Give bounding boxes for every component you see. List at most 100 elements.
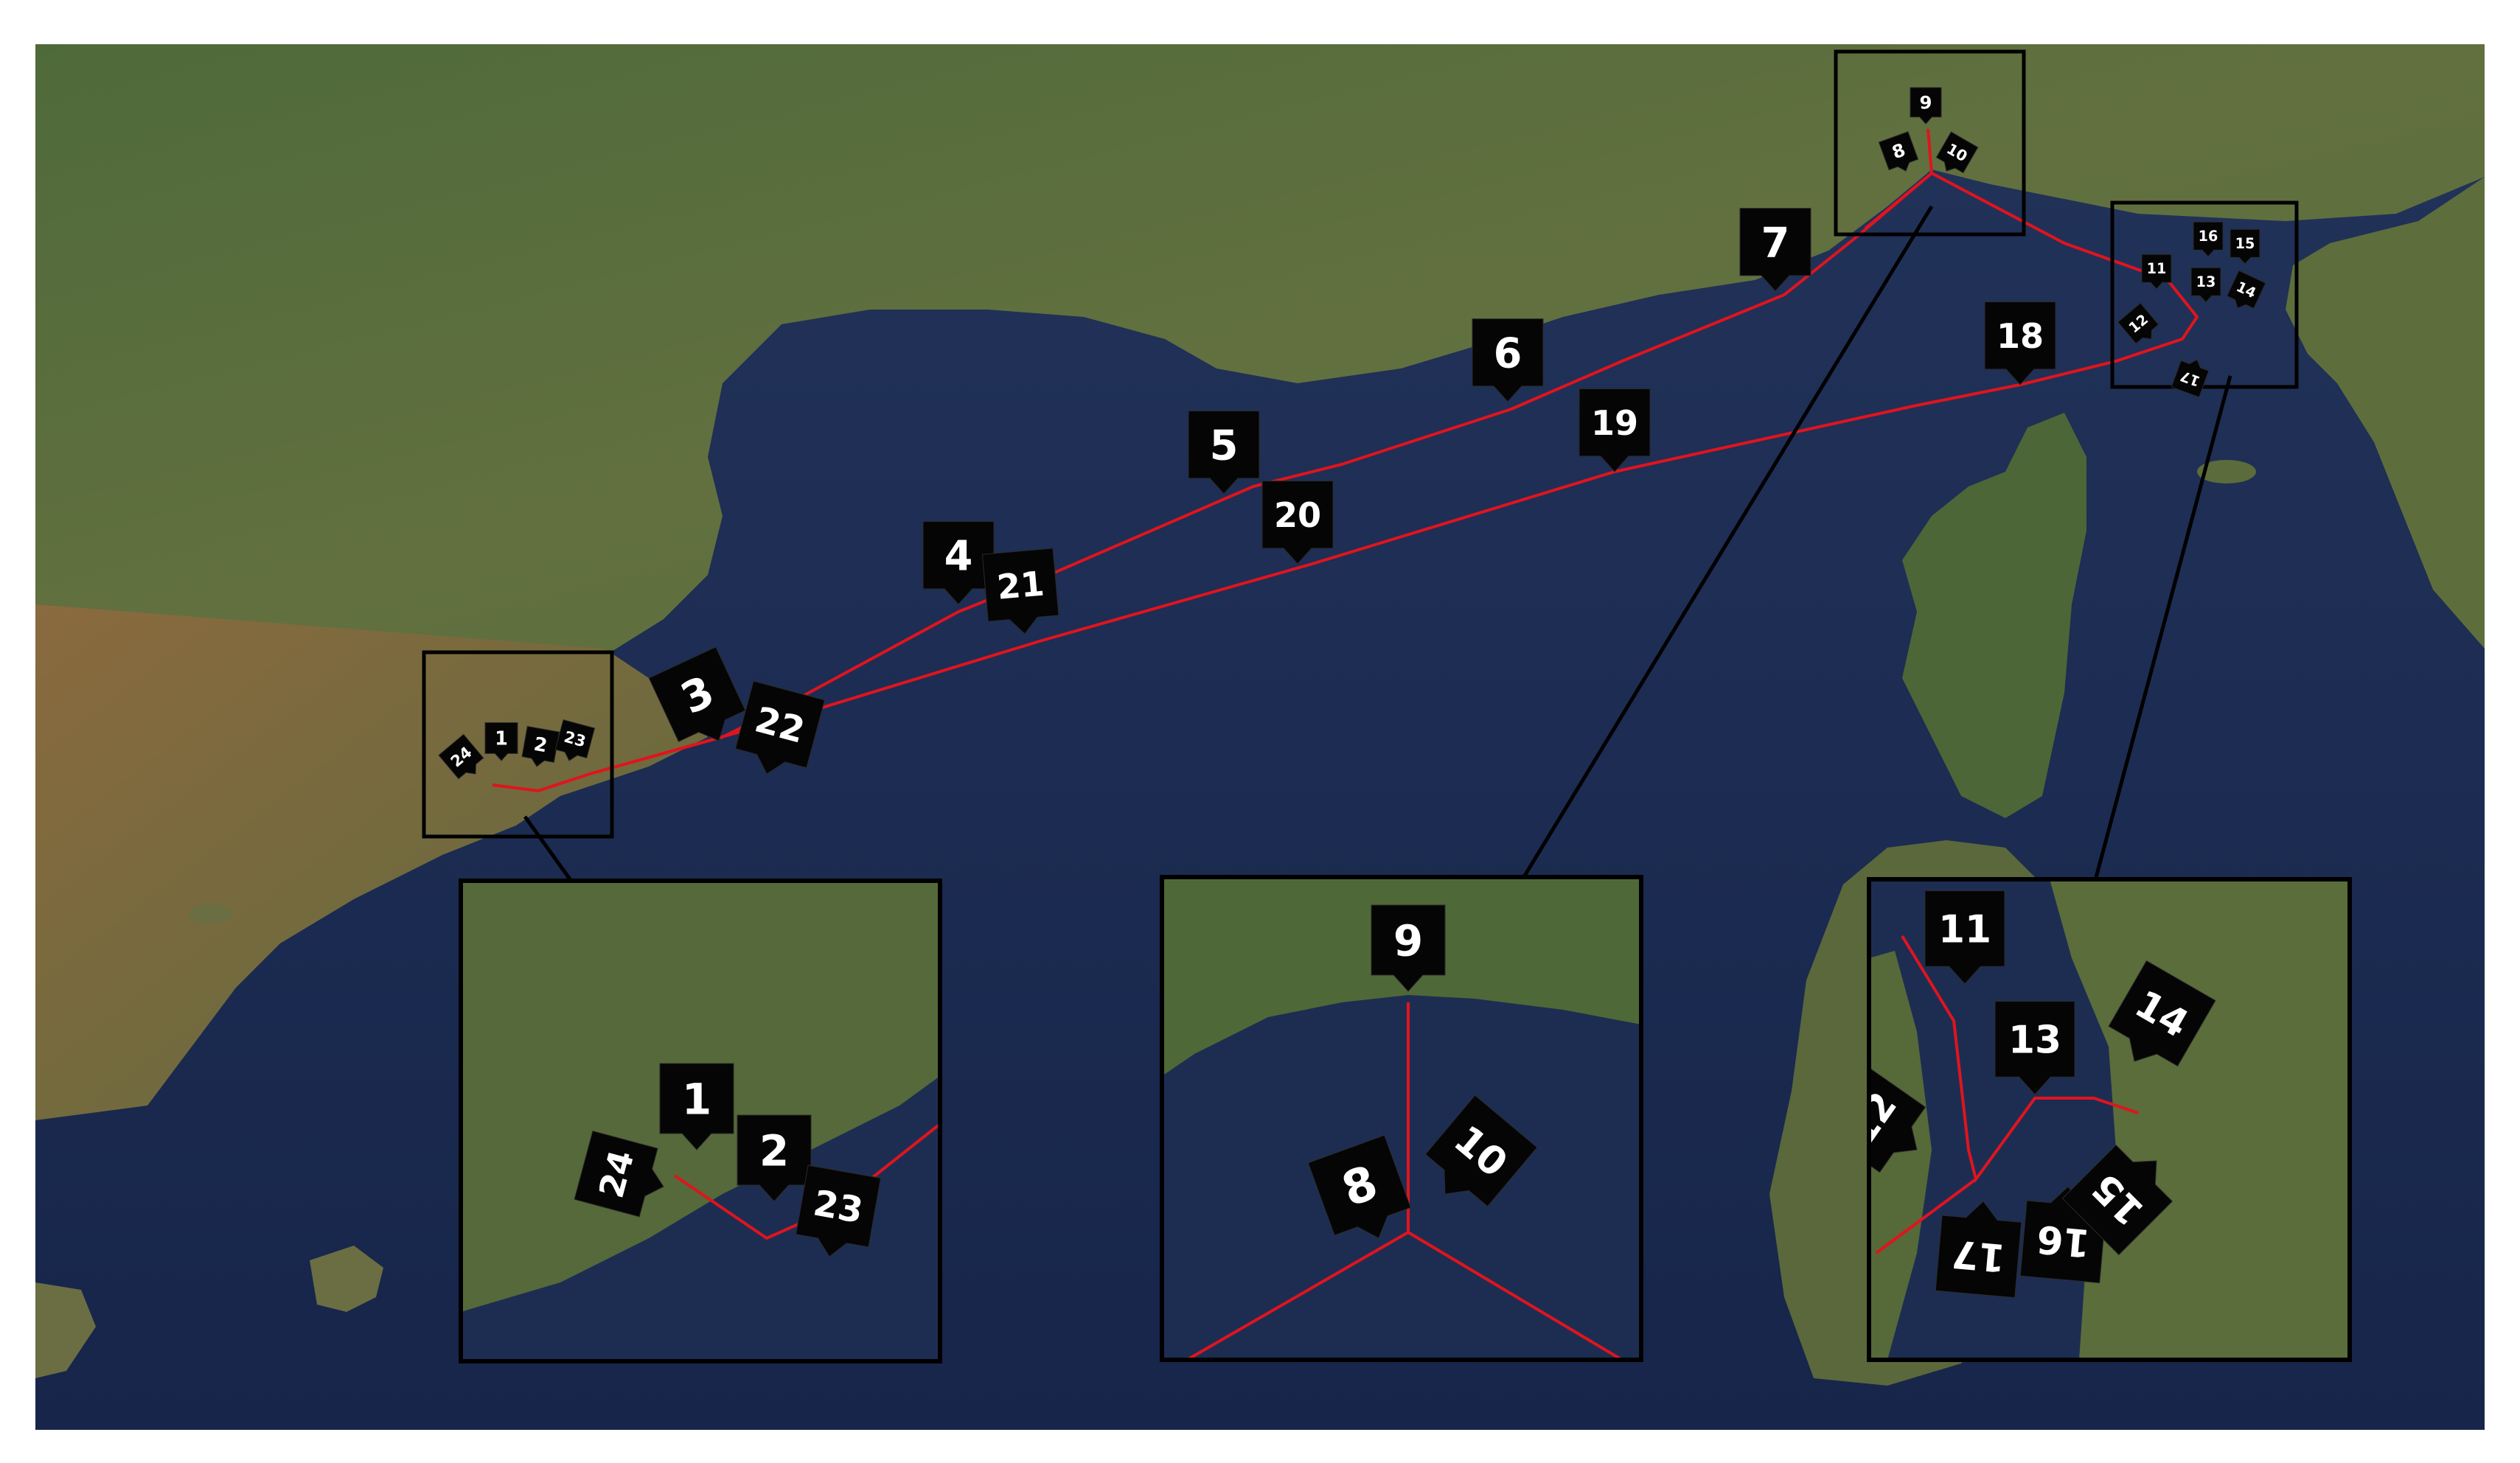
waypoint-marker-24: 24: [574, 1130, 664, 1218]
marker-label: 13: [2196, 273, 2216, 290]
marker-label: 9: [1920, 92, 1932, 114]
marker-shape: [1424, 1094, 1538, 1207]
marker-shape: [1935, 131, 1979, 174]
marker-label: 1: [495, 728, 508, 750]
marker-shape: [2171, 359, 2210, 398]
waypoint-marker-17: 17: [2171, 359, 2210, 398]
waypoint-marker-11: 11: [2141, 254, 2172, 290]
focus-box-barcelona: [422, 650, 614, 839]
marker-label: 11: [2147, 260, 2167, 277]
land-italy: [2286, 177, 2485, 649]
waypoint-marker-20: 20: [1261, 481, 1334, 565]
marker-label: 21: [995, 563, 1046, 607]
land-elba: [2197, 460, 2256, 483]
marker-shape: [2226, 270, 2266, 310]
inset-frame: [1160, 875, 1643, 1362]
marker-shape: [1869, 1063, 1926, 1173]
waypoint-marker-7: 7: [1739, 208, 1811, 292]
inset-frame: [1867, 877, 2352, 1362]
arrow-genoa: [1470, 205, 1934, 965]
marker-shape: [484, 722, 518, 761]
marker-label: 20: [1274, 495, 1321, 535]
route-line: [1926, 128, 1933, 174]
waypoint-marker-19: 19: [1579, 388, 1651, 472]
waypoint-marker-13: 13: [1994, 1001, 2075, 1095]
marker-shape: [1878, 131, 1919, 172]
marker-label: 16: [2035, 1216, 2092, 1265]
waypoint-marker-12: 12: [1869, 1063, 1926, 1173]
route-lines: [492, 128, 2199, 792]
waypoint-marker-15: 15: [2061, 1144, 2173, 1256]
marker-shape: [734, 680, 826, 775]
waypoint-marker-2: 2: [521, 725, 560, 767]
marker-shape: [1472, 318, 1544, 402]
marker-label: 5: [1210, 422, 1239, 469]
inset-route-line: [1875, 1178, 1977, 1254]
land-menorca: [188, 904, 232, 924]
marker-label: 11: [1938, 908, 1991, 952]
marker-label: 16: [2199, 228, 2218, 245]
marker-shape: [554, 719, 596, 761]
waypoint-marker-1: 1: [484, 722, 518, 761]
inset-frame: [459, 879, 942, 1364]
marker-label: 18: [1997, 316, 2044, 356]
marker-shape: [1739, 208, 1811, 292]
waypoint-marker-14: 14: [2108, 960, 2216, 1067]
waypoint-marker-23: 23: [554, 719, 596, 761]
focus-box-livorno: [2110, 200, 2299, 389]
land-corsica: [1902, 413, 2086, 818]
marker-shape: [737, 1114, 812, 1202]
waypoint-marker-4: 4: [922, 521, 995, 605]
marker-shape: [2190, 267, 2221, 303]
focus-box-genoa: [1834, 49, 2026, 237]
inset-route-line: [1407, 1231, 1623, 1360]
marker-label: 2: [759, 1125, 789, 1176]
marker-shape: [2193, 221, 2224, 257]
land-north: [35, 44, 2485, 656]
waypoint-marker-3: 3: [648, 646, 746, 742]
marker-label: 23: [810, 1182, 866, 1232]
land-ibiza: [35, 1282, 96, 1378]
waypoint-marker-6: 6: [1472, 318, 1544, 402]
marker-shape: [1935, 1201, 2022, 1299]
marker-shape: [1984, 301, 2056, 385]
inset-barcelona: 24 12 23: [459, 879, 942, 1364]
marker-shape: [922, 521, 995, 605]
marker-label: 4: [944, 532, 973, 580]
waypoint-marker-14: 14: [2226, 270, 2266, 310]
marker-shape: [981, 548, 1059, 635]
waypoint-marker-5: 5: [1188, 411, 1260, 495]
waypoint-marker-10: 10: [1935, 131, 1979, 174]
marker-shape: [2141, 254, 2172, 290]
waypoint-marker-9: 9: [1371, 904, 1446, 992]
marker-shape: [2117, 302, 2159, 344]
arrow-livorno: [2063, 375, 2232, 962]
marker-shape: [1994, 1001, 2075, 1095]
marker-label: 1: [682, 1074, 711, 1124]
marker-label: 9: [1393, 915, 1423, 966]
marker-shape: [2061, 1144, 2173, 1256]
marker-label: 19: [1591, 403, 1638, 443]
marker-shape: [1910, 87, 1942, 125]
marker-shape: [659, 1063, 734, 1151]
waypoint-marker-16: 16: [2193, 221, 2224, 257]
focus-boxes: [422, 49, 2299, 839]
waypoint-marker-17: 17: [1935, 1201, 2022, 1299]
waypoint-marker-1: 1: [659, 1063, 734, 1151]
marker-label: 13: [2008, 1019, 2061, 1063]
waypoint-marker-22: 22: [734, 680, 826, 775]
land-mallorca: [310, 1246, 383, 1312]
waypoint-marker-12: 12: [2117, 302, 2159, 344]
waypoint-marker-13: 13: [2190, 267, 2221, 303]
marker-shape: [2108, 960, 2216, 1067]
marker-shape: [1579, 388, 1651, 472]
waypoint-marker-24: 24: [438, 733, 484, 780]
inset-land: [1869, 951, 1932, 1360]
marker-shape: [1188, 411, 1260, 495]
marker-shape: [796, 1165, 882, 1257]
marker-label: 7: [1761, 219, 1790, 267]
